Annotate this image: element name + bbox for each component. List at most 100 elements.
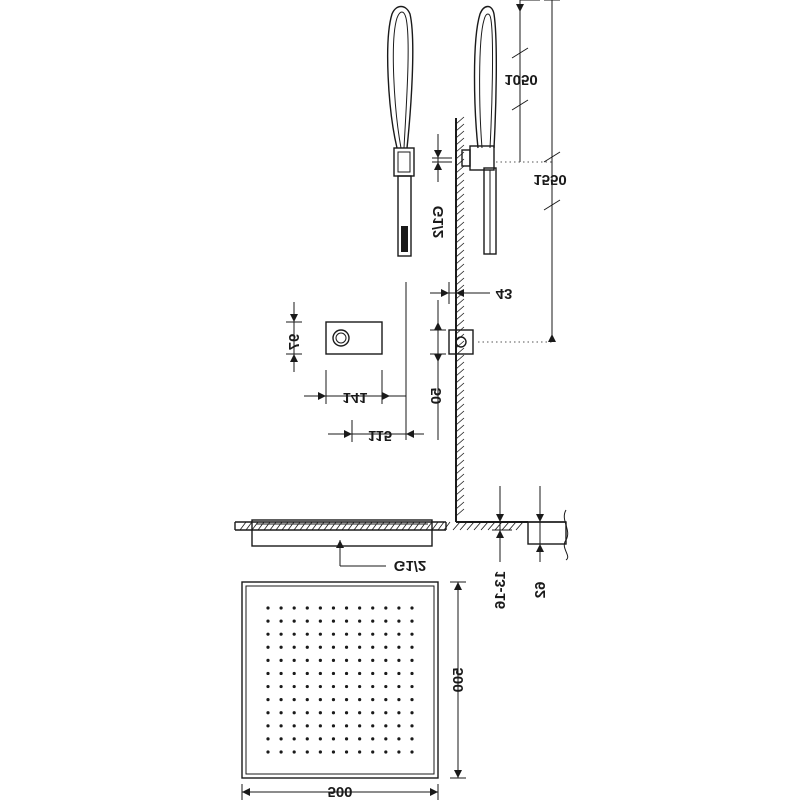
wall-hatch-line <box>455 473 465 482</box>
nozzle-dot <box>305 698 309 702</box>
label-115: 115 <box>368 427 392 444</box>
nozzle-dot <box>344 606 349 610</box>
wall-hatch-line <box>455 284 465 293</box>
nozzle-dot <box>344 711 349 715</box>
wall-hatch-line <box>455 137 465 146</box>
nozzle-dot <box>266 724 270 728</box>
wall-hatch-line <box>455 242 465 251</box>
nozzle-dot <box>358 645 362 649</box>
nozzle-dot <box>279 750 283 754</box>
floor-hatch-line <box>459 521 468 531</box>
nozzle-dot <box>384 645 388 649</box>
nozzle-dot <box>384 684 388 689</box>
wall-hatch-line <box>455 487 465 496</box>
nozzle-dot <box>266 737 270 741</box>
nozzle-dot <box>344 698 349 702</box>
nozzle-dot <box>371 658 375 662</box>
nozzle-dot <box>344 632 349 636</box>
nozzle-dot <box>358 724 362 728</box>
wall-hatch-line <box>455 340 465 349</box>
wall-hatch-line <box>455 403 465 412</box>
nozzle-dot <box>331 684 336 689</box>
nozzle-dot <box>344 619 349 623</box>
nozzle-dot <box>344 737 349 741</box>
wall-hatch-line <box>455 144 465 153</box>
nozzle-dot <box>384 737 388 741</box>
wall-hatch-line <box>455 256 465 265</box>
control-module-front-view <box>325 282 407 440</box>
nozzle-dot <box>371 606 375 610</box>
nozzle-dot <box>344 671 349 676</box>
ceiling-hatch-line <box>323 521 331 531</box>
nozzle-dot <box>331 737 336 741</box>
nozzle-dot <box>305 750 309 754</box>
floor-hatch-line <box>480 521 489 531</box>
floor-hatch-line <box>508 521 517 531</box>
floor-hatch-line <box>494 521 503 531</box>
nozzle-dot <box>397 698 401 702</box>
dimension-labels: 1050 1550 G1/2 43 97 50 141 115 G1/2 13-… <box>286 71 567 800</box>
wall-hatch-line <box>455 277 465 286</box>
wall-hatch-line <box>455 417 465 426</box>
nozzle-dot <box>318 750 322 754</box>
nozzle-dot <box>397 684 401 689</box>
nozzle-dot <box>397 619 401 623</box>
nozzle-dot <box>266 698 270 702</box>
nozzle-dot <box>410 671 414 676</box>
nozzle-dot <box>384 698 388 702</box>
nozzle-dot <box>266 606 270 610</box>
wall-hatch-line <box>455 193 465 202</box>
nozzle-dot <box>266 684 270 689</box>
nozzle-dot <box>318 671 322 676</box>
ceiling-hatch-line <box>299 521 307 531</box>
nozzle-dot <box>384 711 388 715</box>
label-g12-top: G1/2 <box>430 206 447 239</box>
nozzle-dot <box>410 684 414 689</box>
nozzle-dot <box>292 632 296 636</box>
wall-hatch-line <box>455 207 465 216</box>
nozzle-dot <box>344 750 349 754</box>
nozzle-dot <box>344 658 349 662</box>
ceiling-hatch-line <box>425 521 433 531</box>
ceiling-hatch-line <box>359 521 367 531</box>
nozzle-dot <box>384 619 388 623</box>
wall-hatch-line <box>455 375 465 384</box>
floor-hatch-line <box>487 521 496 531</box>
ceiling-hatch-line <box>389 521 397 531</box>
nozzle-dot <box>292 698 296 702</box>
nozzle-dot <box>358 750 362 754</box>
ceiling-hatch-line <box>419 521 427 531</box>
wall-hatch-line <box>455 438 465 447</box>
floor-hatch-line <box>452 521 461 531</box>
ceiling-hatch-line <box>407 521 415 531</box>
ceiling-hatch-line <box>275 521 283 531</box>
nozzle-dot <box>410 737 414 741</box>
nozzle-dot <box>318 645 322 649</box>
nozzle-dot <box>292 684 296 689</box>
nozzle-dot <box>371 645 375 649</box>
nozzle-dot <box>410 645 414 649</box>
wall-hatch-line <box>455 382 465 391</box>
nozzle-dot <box>279 684 283 689</box>
wall-hatch-line <box>455 389 465 398</box>
nozzle-dot <box>318 737 322 741</box>
nozzle-dot <box>279 698 283 702</box>
nozzle-dot <box>266 750 270 754</box>
wall-hatch-line <box>455 200 465 209</box>
label-1550: 1550 <box>533 171 566 188</box>
nozzle-dot <box>371 724 375 728</box>
wall-hatch-line <box>455 396 465 405</box>
nozzle-dot <box>266 671 270 676</box>
nozzle-dot <box>292 724 296 728</box>
ceiling-hatch-line <box>239 521 247 531</box>
label-97: 97 <box>286 334 303 351</box>
ceiling-hatch-line <box>353 521 361 531</box>
nozzle-dot <box>318 698 322 702</box>
wall-hatch-line <box>455 354 465 363</box>
wall-hatch-line <box>455 130 465 139</box>
nozzle-dot <box>331 671 336 676</box>
nozzle-dot <box>318 684 322 689</box>
nozzle-dot <box>318 606 322 610</box>
nozzle-dot <box>266 645 270 649</box>
